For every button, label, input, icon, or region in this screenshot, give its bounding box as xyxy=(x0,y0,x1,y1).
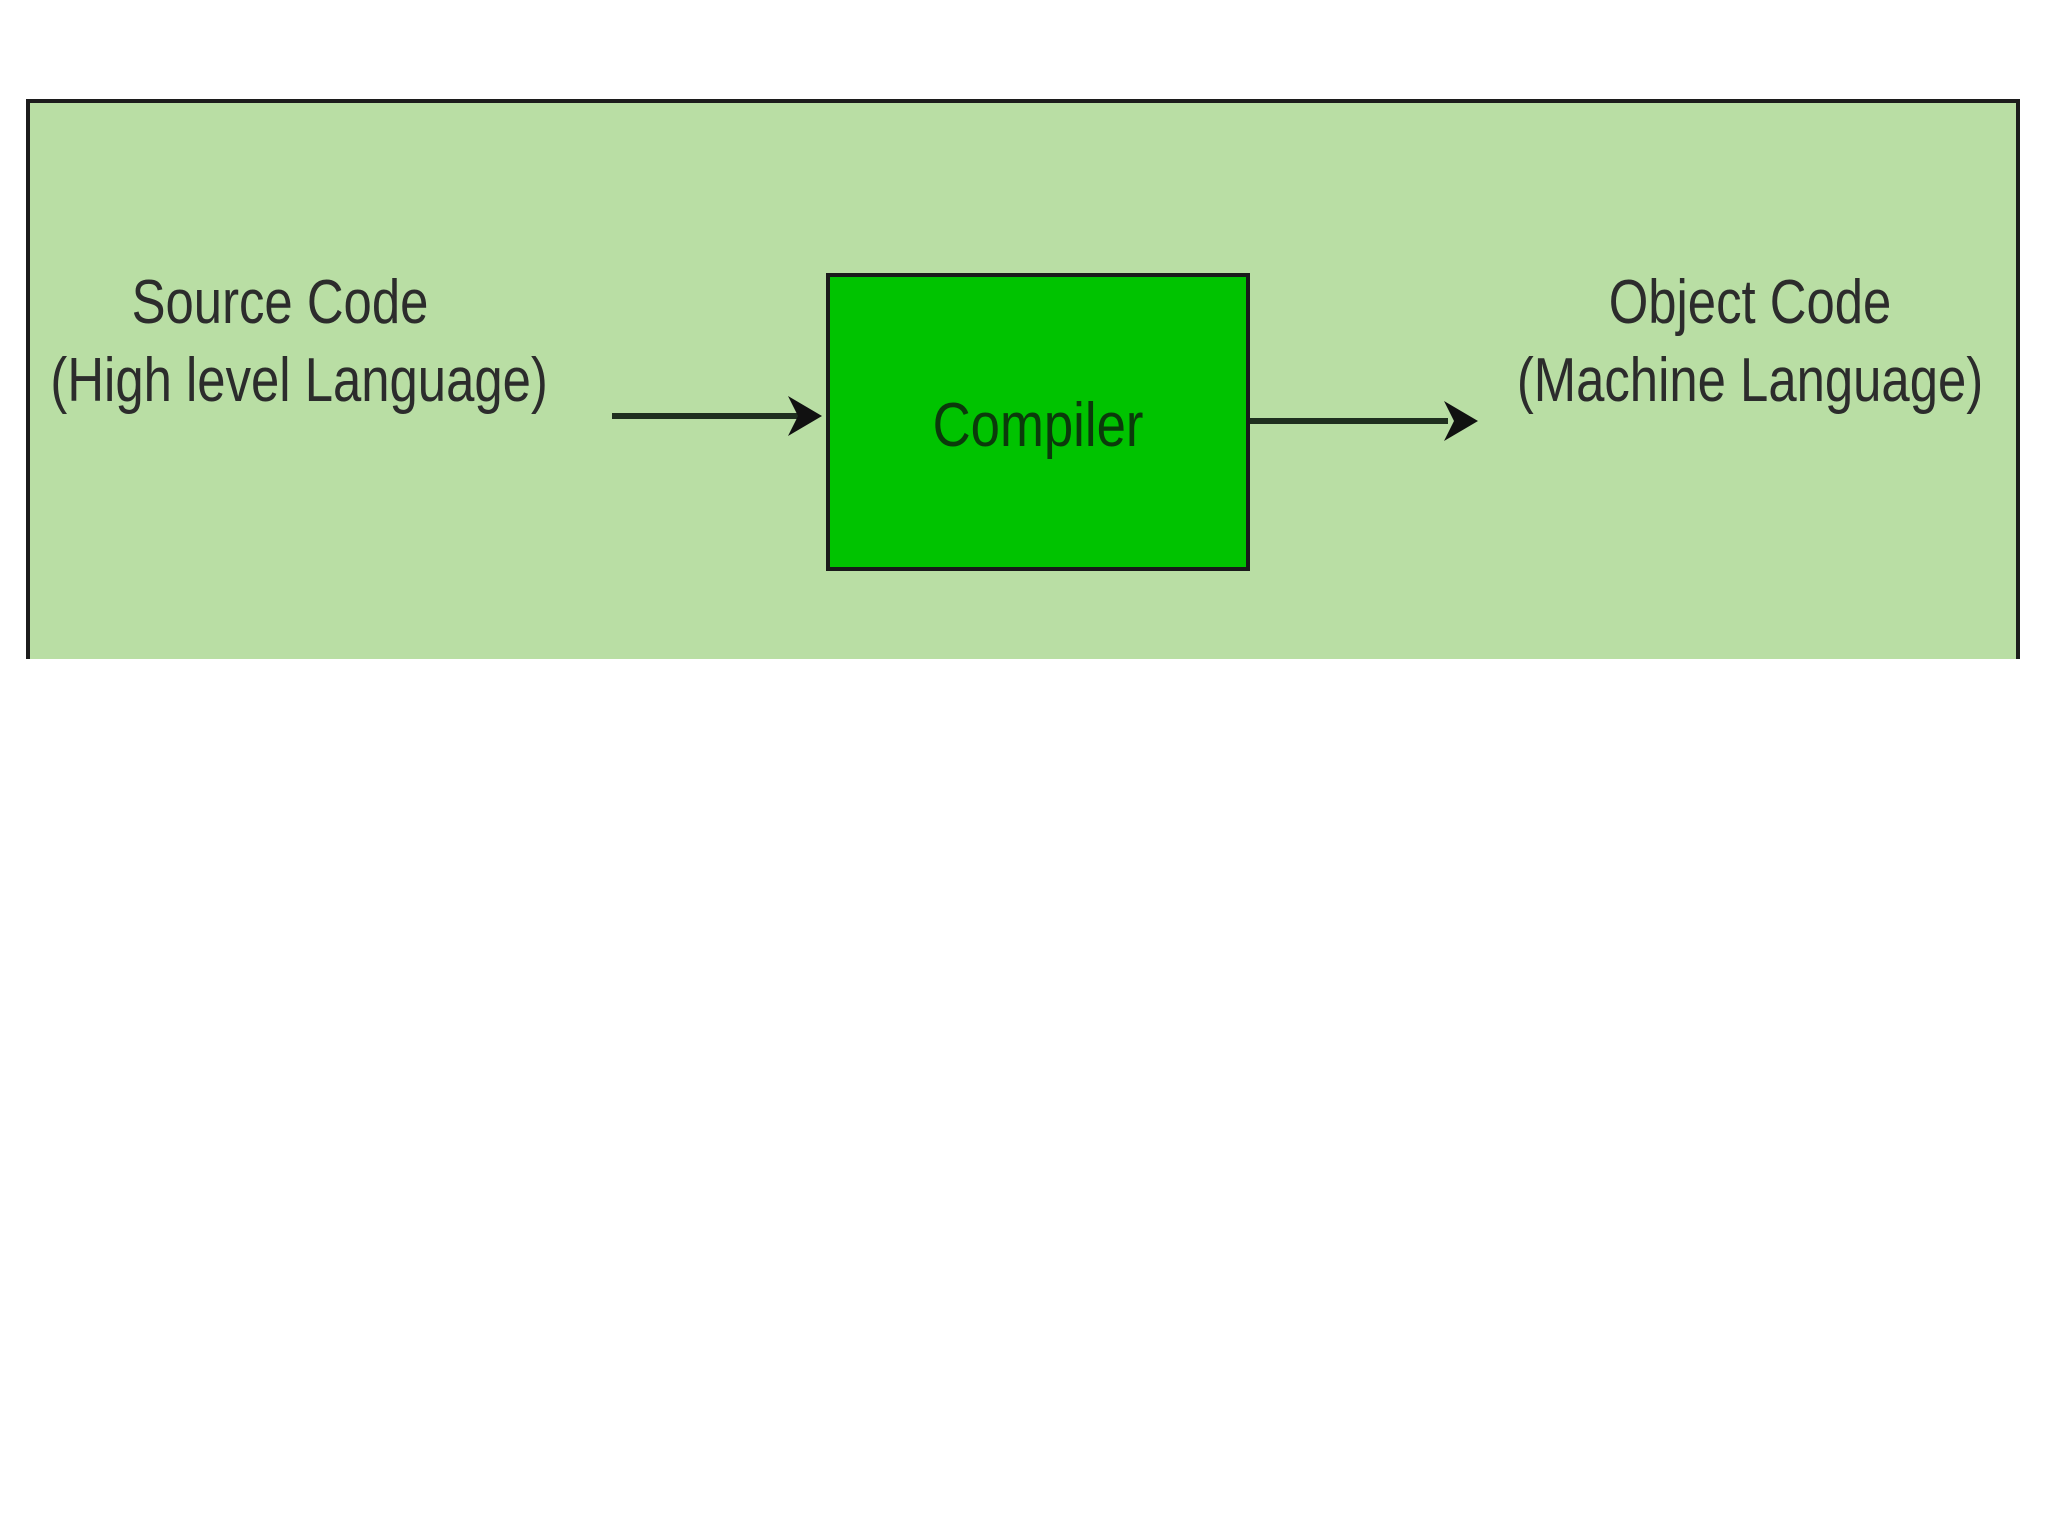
object-code-title: Object Code xyxy=(1608,268,1892,337)
object-code-subtitle: (Machine Language) xyxy=(1516,346,1984,415)
compiler-node: Compiler xyxy=(826,273,1250,571)
source-code-node: Source Code (High level Language) xyxy=(50,264,548,420)
compiler-label: Compiler xyxy=(932,391,1144,460)
source-code-title: Source Code xyxy=(131,268,429,337)
source-code-subtitle: (High level Language) xyxy=(50,346,548,415)
object-code-node: Object Code (Machine Language) xyxy=(1496,264,2004,420)
